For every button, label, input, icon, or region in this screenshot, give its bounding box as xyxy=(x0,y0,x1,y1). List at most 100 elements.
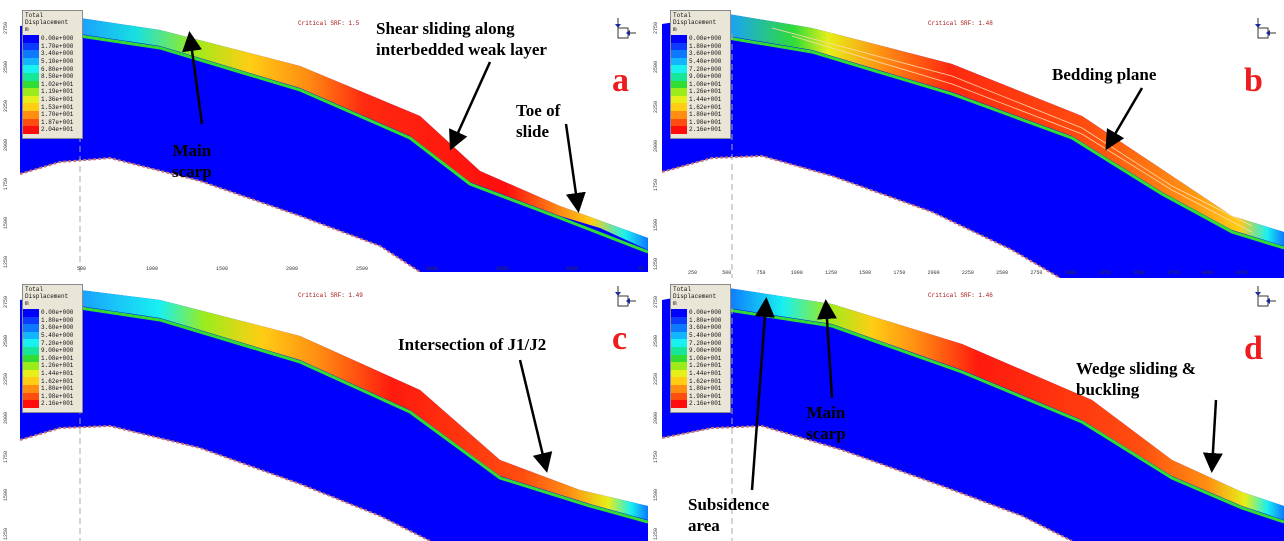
legend-value: 1.98e+001 xyxy=(689,118,722,126)
y-tick-label: 2250 xyxy=(653,100,659,113)
legend-row: 3.60e+000 xyxy=(23,324,82,332)
legend-value: 1.26e+001 xyxy=(41,362,74,370)
y-tick-label: 2750 xyxy=(653,21,659,34)
legend-value: 1.02e+001 xyxy=(41,80,74,88)
legend-value: 1.70e+001 xyxy=(41,111,74,119)
y-tick-label: 1500 xyxy=(653,489,659,502)
legend-row: 1.80e+000 xyxy=(671,316,730,325)
y-tick-label: 1500 xyxy=(653,218,659,231)
legend-value: 1.80e+000 xyxy=(689,42,722,50)
y-tick-label: 1750 xyxy=(3,450,9,463)
legend-swatch xyxy=(23,88,39,96)
legend-value: 1.62e+001 xyxy=(41,377,74,385)
legend-value: 0.00e+000 xyxy=(689,35,722,43)
main-scarp-annotation: Main scarp xyxy=(172,141,212,181)
legend-swatch xyxy=(671,110,687,119)
legend-value: 1.19e+001 xyxy=(41,88,74,96)
legend-row: 1.98e+001 xyxy=(671,118,730,127)
y-tick-label: 1500 xyxy=(3,489,9,502)
legend-value: 6.80e+000 xyxy=(41,65,74,73)
legend-row: 1.80e+000 xyxy=(671,42,730,51)
x-tick-label: 3000 xyxy=(1064,270,1077,276)
legend-row: 1.08e+001 xyxy=(671,354,730,363)
legend-swatch xyxy=(671,362,687,370)
legend-value: 1.80e+001 xyxy=(689,111,722,119)
legend-swatch xyxy=(671,103,687,111)
legend-value: 1.26e+001 xyxy=(689,362,722,370)
displaced-layer xyxy=(80,18,648,250)
legend-row: 0.00e+000 xyxy=(23,35,82,43)
y-tick-label: 2500 xyxy=(3,60,9,73)
y-tick-label: 2250 xyxy=(3,99,9,112)
slope-model-d xyxy=(661,288,1284,541)
legend-value: 8.50e+000 xyxy=(41,73,74,81)
y-tick-label: 2500 xyxy=(3,334,9,347)
y-tick-label: 1750 xyxy=(653,450,659,463)
x-tick-label: 2000 xyxy=(927,270,940,276)
legend-value: 1.62e+001 xyxy=(689,377,722,385)
slope-model-c xyxy=(19,290,648,541)
critical-srf-label: Critical SRF: 1.46 xyxy=(928,292,993,299)
toe-of-slide-annotation: Toe of slide xyxy=(516,101,561,141)
legend-value: 1.26e+001 xyxy=(689,88,722,96)
y-tick-label: 1500 xyxy=(3,216,9,229)
legend-swatch xyxy=(23,316,39,325)
legend-row: 9.00e+000 xyxy=(23,346,82,355)
legend-value: 5.40e+000 xyxy=(41,332,74,340)
legend-swatch xyxy=(23,309,39,317)
y-tick-label: 1250 xyxy=(653,257,659,270)
view-direction-icon xyxy=(612,286,636,308)
legend-swatch xyxy=(671,377,687,385)
annotation-arrows-c xyxy=(518,359,553,473)
legend-swatch xyxy=(23,354,39,363)
legend-row: 8.50e+000 xyxy=(23,72,82,81)
legend-swatch xyxy=(23,110,39,119)
legend-row: 9.00e+000 xyxy=(671,72,730,81)
legend-swatch xyxy=(671,346,687,355)
x-tick-label: 3750 xyxy=(1167,270,1180,276)
main-scarp-annotation: Main scarp xyxy=(806,403,846,443)
slope-model-b xyxy=(661,14,1284,278)
bedrock-body xyxy=(20,18,648,272)
legend-row: 7.20e+000 xyxy=(23,339,82,347)
legend-value: 1.08e+001 xyxy=(41,354,74,362)
legend-row: 1.80e+000 xyxy=(23,316,82,325)
subsidence-area-annotation: Subsidence area xyxy=(688,495,770,535)
legend-swatch xyxy=(671,118,687,127)
legend-value: 1.80e+001 xyxy=(41,385,74,393)
y-tick-label: 2500 xyxy=(653,61,659,74)
legend-row: 1.62e+001 xyxy=(671,103,730,111)
legend-value: 2.16e+001 xyxy=(689,126,722,134)
legend-row: 7.20e+000 xyxy=(671,65,730,73)
x-axis-ticks: 500 1000 1500 2000 2500 3000 3500 4000 4… xyxy=(77,266,645,272)
legend-swatch xyxy=(23,339,39,347)
legend-swatch xyxy=(671,324,687,332)
legend-swatch xyxy=(671,65,687,73)
legend-value: 1.70e+000 xyxy=(41,42,74,50)
legend-row: 0.00e+000 xyxy=(671,309,730,317)
legend-row: 5.40e+000 xyxy=(671,331,730,340)
legend-swatch xyxy=(671,384,687,393)
y-tick-label: 2000 xyxy=(3,411,9,424)
panel-label-b: b xyxy=(1244,62,1263,99)
annotation-arrows-b xyxy=(1105,87,1144,151)
legend-row: 1.26e+001 xyxy=(671,88,730,96)
legend-swatch xyxy=(23,369,39,378)
legend-swatch xyxy=(671,35,687,43)
legend-row: 1.44e+001 xyxy=(23,369,82,378)
legend-swatch xyxy=(23,95,39,104)
legend-swatch xyxy=(23,72,39,81)
y-tick-label: 2500 xyxy=(653,334,659,347)
legend-swatch xyxy=(671,331,687,340)
slope-model-a xyxy=(19,6,648,272)
annotation-arrows-a xyxy=(182,31,586,213)
legend-swatch xyxy=(23,331,39,340)
legend-value: 3.60e+000 xyxy=(689,324,722,332)
legend-row: 1.80e+001 xyxy=(23,384,82,393)
